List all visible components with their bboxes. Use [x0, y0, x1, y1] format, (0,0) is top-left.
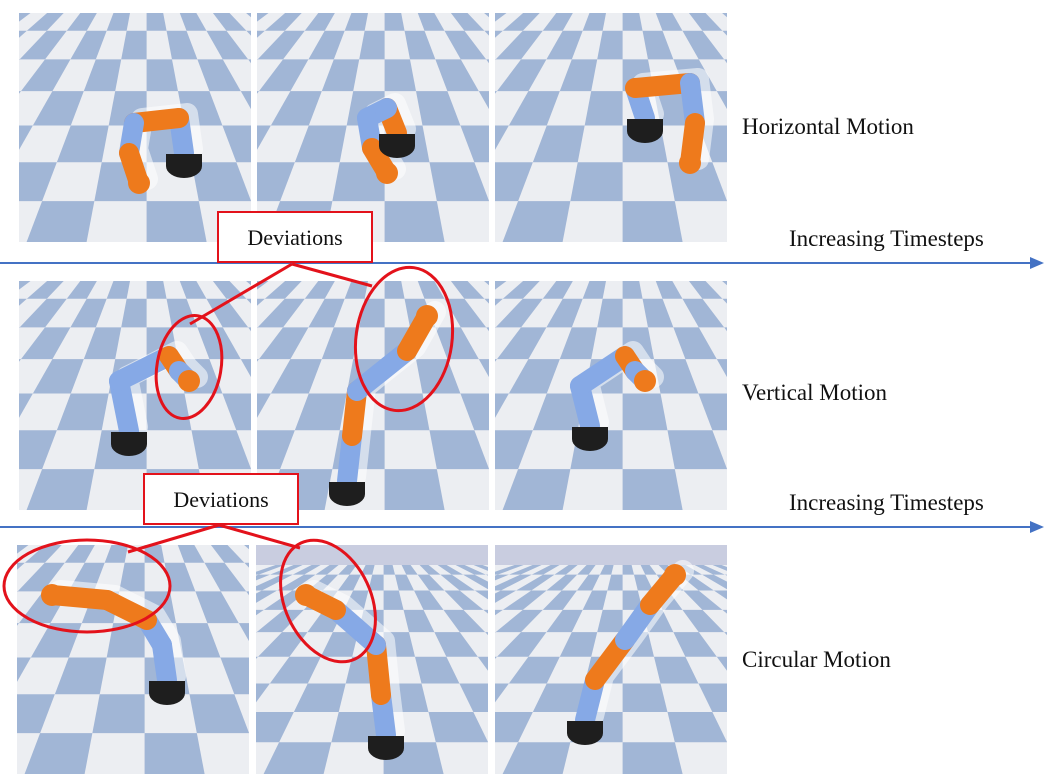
robot-arm [357, 93, 416, 184]
frame-horizontal-3 [495, 13, 727, 242]
timeline-arrowhead-1 [1030, 257, 1044, 269]
robot-arm [119, 103, 203, 194]
timeline-arrow-1 [0, 262, 1030, 264]
robot-arm [570, 341, 664, 451]
frame-horizontal-3-scene [495, 13, 727, 242]
timeline-arrowhead-2 [1030, 521, 1044, 533]
frame-circular-2 [256, 545, 488, 774]
frame-circular-3-scene [495, 545, 727, 774]
frame-circular-3 [495, 545, 727, 774]
timeline-label-1: Increasing Timesteps [789, 226, 984, 251]
frame-horizontal-2-scene [257, 13, 489, 242]
frame-vertical-3-scene [495, 281, 727, 510]
frame-horizontal-1 [19, 13, 251, 242]
timeline-arrow-2 [0, 526, 1030, 528]
deviations-box-2: Deviations [143, 473, 299, 525]
robot-arm [625, 68, 714, 174]
frame-vertical-3 [495, 281, 727, 510]
frame-horizontal-2 [257, 13, 489, 242]
deviations-label-2: Deviations [173, 487, 269, 512]
robot-arm [567, 560, 694, 745]
frame-horizontal-1-scene [19, 13, 251, 242]
frame-circular-2-scene [256, 545, 488, 774]
timeline-label-2: Increasing Timesteps [789, 490, 984, 515]
frame-circular-1 [17, 545, 249, 774]
row-label-vertical: Vertical Motion [742, 380, 887, 405]
row-label-horizontal: Horizontal Motion [742, 114, 914, 139]
deviations-label-1: Deviations [247, 225, 343, 250]
deviations-box-1: Deviations [217, 211, 373, 263]
row-label-circular: Circular Motion [742, 647, 891, 672]
frame-circular-1-scene [17, 545, 249, 774]
